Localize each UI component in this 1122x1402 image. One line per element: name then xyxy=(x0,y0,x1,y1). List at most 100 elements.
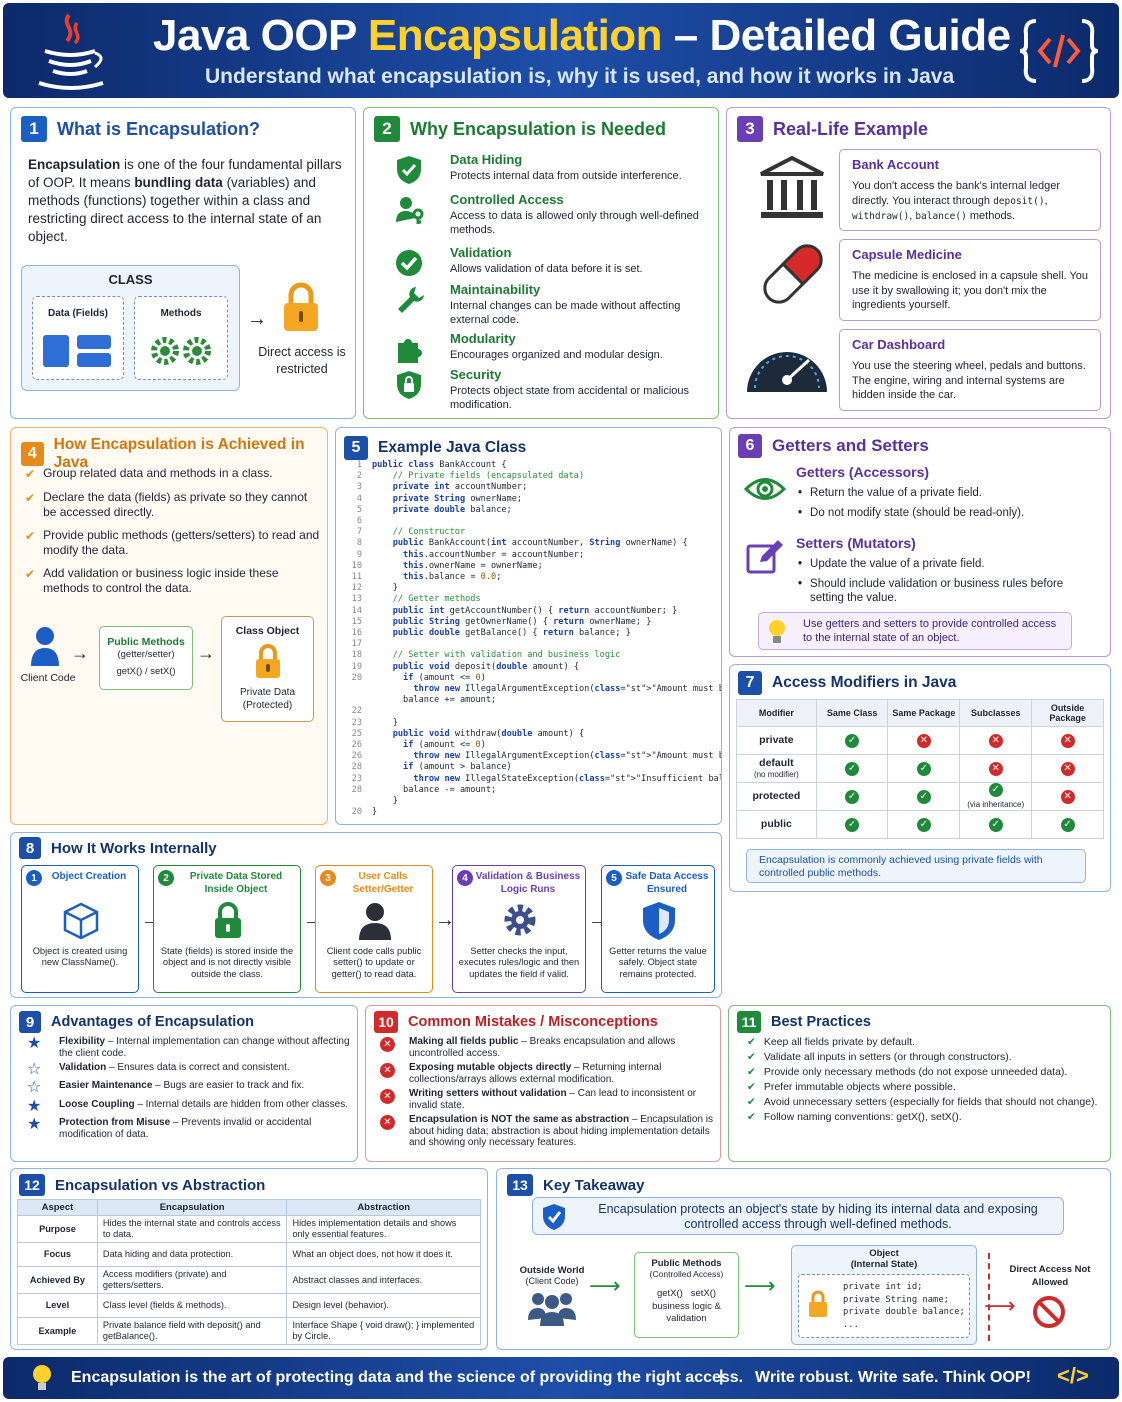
section-title: What is Encapsulation? xyxy=(57,118,261,139)
section-number: 3 xyxy=(737,116,763,142)
edit-icon xyxy=(746,540,783,574)
code-line: 22 xyxy=(340,706,720,717)
bullet-item: •Do not modify state (should be read-onl… xyxy=(798,506,1098,521)
section-number: 7 xyxy=(738,671,762,695)
internal-state-code: private int id;private String name;priva… xyxy=(843,1281,965,1331)
bullet-item: •Should include validation or business r… xyxy=(798,577,1098,606)
code-line: 17 xyxy=(340,639,720,650)
access-cell: ✓ xyxy=(1031,810,1104,839)
access-cell: ✕ xyxy=(959,726,1033,755)
fields-box: Data (Fields) xyxy=(32,296,124,380)
reason-desc: Protects internal data from outside inte… xyxy=(450,170,682,182)
shield-check-icon xyxy=(394,154,424,186)
note-text: Encapsulation is commonly achieved using… xyxy=(759,854,1043,879)
reason-title: Validation xyxy=(450,245,512,260)
line-number: 11 xyxy=(351,572,362,583)
reason-title: Maintainability xyxy=(450,282,541,297)
code-brackets-icon xyxy=(1019,19,1099,83)
mistake-text: Making all fields public – Breaks encaps… xyxy=(409,1036,676,1059)
code-line: 14 public int getAccountNumber() { retur… xyxy=(340,606,720,617)
code-text: throw new IllegalStateException(class="s… xyxy=(413,773,721,784)
section-number: 8 xyxy=(19,837,41,859)
code-line: 3 private int accountNumber; xyxy=(340,482,720,493)
code-line: 6 xyxy=(340,516,720,527)
section-header: 8 How It Works Internally xyxy=(19,837,217,859)
value-cell: Private balance field with deposit() and… xyxy=(96,1317,288,1345)
footer-separator: | xyxy=(719,1368,724,1385)
step-text: Declare the data (fields) as private so … xyxy=(43,489,308,520)
line-number: 13 xyxy=(351,594,362,605)
aspect-cell: Focus xyxy=(17,1242,98,1267)
value-cell: Class level (fields & methods). xyxy=(96,1293,288,1318)
practice-text: Keep all fields private by default. xyxy=(763,1036,915,1048)
java-cup-icon xyxy=(38,13,104,90)
code-line: 2 // Private fields (encapsulated data) xyxy=(340,471,720,482)
code-text: this.accountNumber = accountNumber; xyxy=(403,549,585,560)
step-title: Object Creation xyxy=(51,871,127,882)
code-line: 4 private String ownerName; xyxy=(340,494,720,505)
table-row: private✓✕✕✕ xyxy=(736,726,1104,755)
column-header: Same Package xyxy=(887,699,961,727)
cross-icon: ✕ xyxy=(1060,761,1075,776)
line-number: 6 xyxy=(356,516,362,527)
access-cell: ✓ xyxy=(815,754,889,783)
line-number: 10 xyxy=(351,560,362,571)
bullet-icon: • xyxy=(798,558,803,570)
code-line: balance += amount; xyxy=(340,695,720,706)
example-title: Car Dashboard xyxy=(852,337,946,352)
code-text: balance -= amount; xyxy=(372,784,497,795)
code-line: 19 public void deposit(double amount) { xyxy=(340,662,720,673)
step-number: 2 xyxy=(158,870,174,886)
section-header: 11 Best Practices xyxy=(737,1011,871,1033)
access-cell: ✓ xyxy=(815,726,889,755)
practices-list: ✔Keep all fields private by default.✔Val… xyxy=(747,1036,1103,1126)
code-text: // Constructor xyxy=(372,527,466,538)
bullet-icon: • xyxy=(798,487,803,499)
section-title: How Encapsulation is Achieved in Java xyxy=(53,436,305,471)
advantages-list: ★Flexibility – Internal implementation c… xyxy=(27,1036,351,1143)
tip-box: Use getters and setters to provide contr… xyxy=(758,612,1072,650)
check-icon: ✔ xyxy=(747,1081,756,1093)
value-cell: What an object does, not how it does it. xyxy=(286,1242,481,1267)
access-cell: ✓(via inheritance) xyxy=(959,782,1033,811)
arrow-icon: → xyxy=(197,643,215,663)
check-icon: ✓ xyxy=(845,761,860,776)
code-text: throw new IllegalArgumentException(class… xyxy=(413,684,721,695)
mistakes-list: ✕Making all fields public – Breaks encap… xyxy=(380,1036,714,1152)
access-cell: ✕ xyxy=(1031,782,1104,811)
table-row: default(no modifier)✓✓✕✕ xyxy=(736,754,1104,783)
modifier-name: private xyxy=(759,734,794,746)
practice-text: Prefer immutable objects where possible. xyxy=(763,1081,956,1093)
check-icon: ✔ xyxy=(747,1051,756,1063)
step-number: 3 xyxy=(320,870,336,886)
section-header: 13 Key Takeaway xyxy=(507,1174,644,1196)
example-desc: You don't access the bank's internal led… xyxy=(852,180,1061,222)
code-line: 7 // Constructor xyxy=(340,527,720,538)
advantage-text: Easier Maintenance – Bugs are easier to … xyxy=(59,1080,305,1091)
section-title: Why Encapsulation is Needed xyxy=(410,118,667,139)
access-cell: ✕ xyxy=(1031,726,1104,755)
star-outline-icon: ☆ xyxy=(27,1060,42,1078)
code-text: // Getter methods xyxy=(372,594,481,605)
practice-item: ✔Provide only necessary methods (do not … xyxy=(747,1066,1103,1079)
section-why-needed: 2 Why Encapsulation is Needed Data Hidin… xyxy=(363,107,719,419)
check-icon: ✓ xyxy=(845,789,860,804)
code-text: this.balance = 0.0; xyxy=(403,572,502,583)
section-number: 9 xyxy=(19,1011,41,1033)
cube-icon xyxy=(61,900,101,942)
line-number: 1 xyxy=(356,460,362,470)
section-header: 7 Access Modifiers in Java xyxy=(738,671,956,695)
step-title: Safe Data Access Ensured xyxy=(625,871,709,895)
section-title: How It Works Internally xyxy=(51,839,217,857)
pm-desc: business logic & validation xyxy=(652,1301,721,1324)
aspect-cell: Example xyxy=(17,1317,98,1345)
getters-title: Getters (Accessors) xyxy=(796,464,930,480)
pm-subtitle: (Controlled Access) xyxy=(649,1269,724,1279)
